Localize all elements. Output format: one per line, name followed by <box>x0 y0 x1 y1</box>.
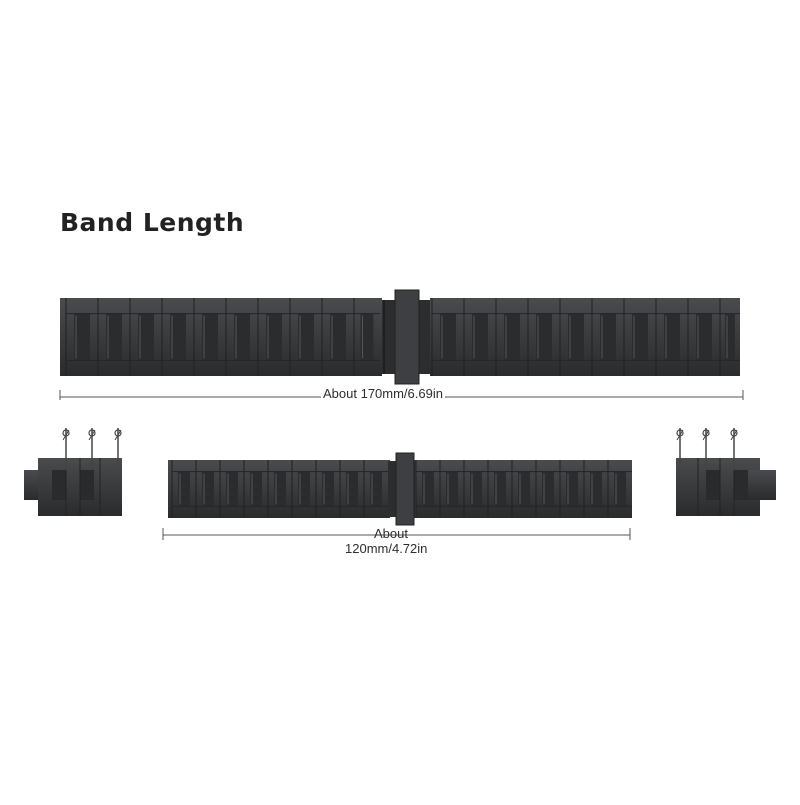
full-left-center-link <box>360 313 374 361</box>
short-right-center-link <box>542 471 554 507</box>
short-left-center-link <box>274 471 286 507</box>
full-band-left-links <box>65 298 380 376</box>
full-left-center-link <box>298 313 314 361</box>
short-right-center-link <box>422 471 434 507</box>
full-right-center-link <box>600 313 616 361</box>
full-right-center-link <box>696 313 712 361</box>
removed-links-right <box>676 458 776 516</box>
full-right-center-link <box>472 313 488 361</box>
spring-bar-pin-icon <box>676 428 684 470</box>
full-right-center-link <box>504 313 520 361</box>
full-left-center-link <box>106 313 122 361</box>
full-left-center-link <box>138 313 154 361</box>
short-left-center-link <box>178 471 190 507</box>
short-band-clasp-cover <box>395 452 415 526</box>
spring-bar-pin-icon <box>88 428 96 470</box>
removed-links-left <box>24 458 122 516</box>
short-left-center-link <box>346 471 358 507</box>
short-band-left-links <box>171 460 388 518</box>
page-title: Band Length <box>60 208 245 237</box>
short-right-center-link <box>518 471 530 507</box>
full-left-center-link <box>74 313 90 361</box>
short-left-center-link <box>322 471 334 507</box>
spring-bar-pin-icon <box>62 428 70 470</box>
short-left-center-link <box>250 471 262 507</box>
full-right-center-link <box>632 313 648 361</box>
full-left-center-link <box>330 313 346 361</box>
short-right-center-link <box>446 471 458 507</box>
spring-bar-pins-right <box>676 428 738 470</box>
full-right-center-link <box>440 313 456 361</box>
short-right-center-link <box>590 471 602 507</box>
short-band-right-links <box>415 460 632 518</box>
short-band-length-label-line2: 120mm/4.72in <box>345 541 428 556</box>
full-band-clasp-cover <box>394 289 420 385</box>
short-band <box>168 452 632 526</box>
short-right-center-link <box>566 471 578 507</box>
short-band-measure-line <box>162 528 631 540</box>
full-right-center-link <box>568 313 584 361</box>
full-left-center-link <box>170 313 186 361</box>
short-right-center-link <box>470 471 482 507</box>
short-left-center-link <box>202 471 214 507</box>
full-band <box>60 289 740 385</box>
full-left-center-link <box>202 313 218 361</box>
short-right-center-link <box>614 471 626 507</box>
short-right-center-link <box>494 471 506 507</box>
spring-bar-pin-icon <box>114 428 122 470</box>
full-left-center-link <box>234 313 250 361</box>
spring-bar-pin-icon <box>702 428 710 470</box>
short-left-center-link <box>226 471 238 507</box>
short-band-length-label-line1: About <box>374 526 408 541</box>
full-band-right-links <box>431 298 740 376</box>
spring-bar-pin-icon <box>730 428 738 470</box>
full-band-length-label: About 170mm/6.69in <box>321 386 445 401</box>
full-left-center-link <box>266 313 282 361</box>
full-right-center-link <box>536 313 552 361</box>
spring-bar-pins-left <box>62 428 122 470</box>
full-right-center-link <box>664 313 680 361</box>
short-left-center-link <box>370 471 382 507</box>
short-left-center-link <box>298 471 310 507</box>
full-right-center-link <box>725 313 735 361</box>
